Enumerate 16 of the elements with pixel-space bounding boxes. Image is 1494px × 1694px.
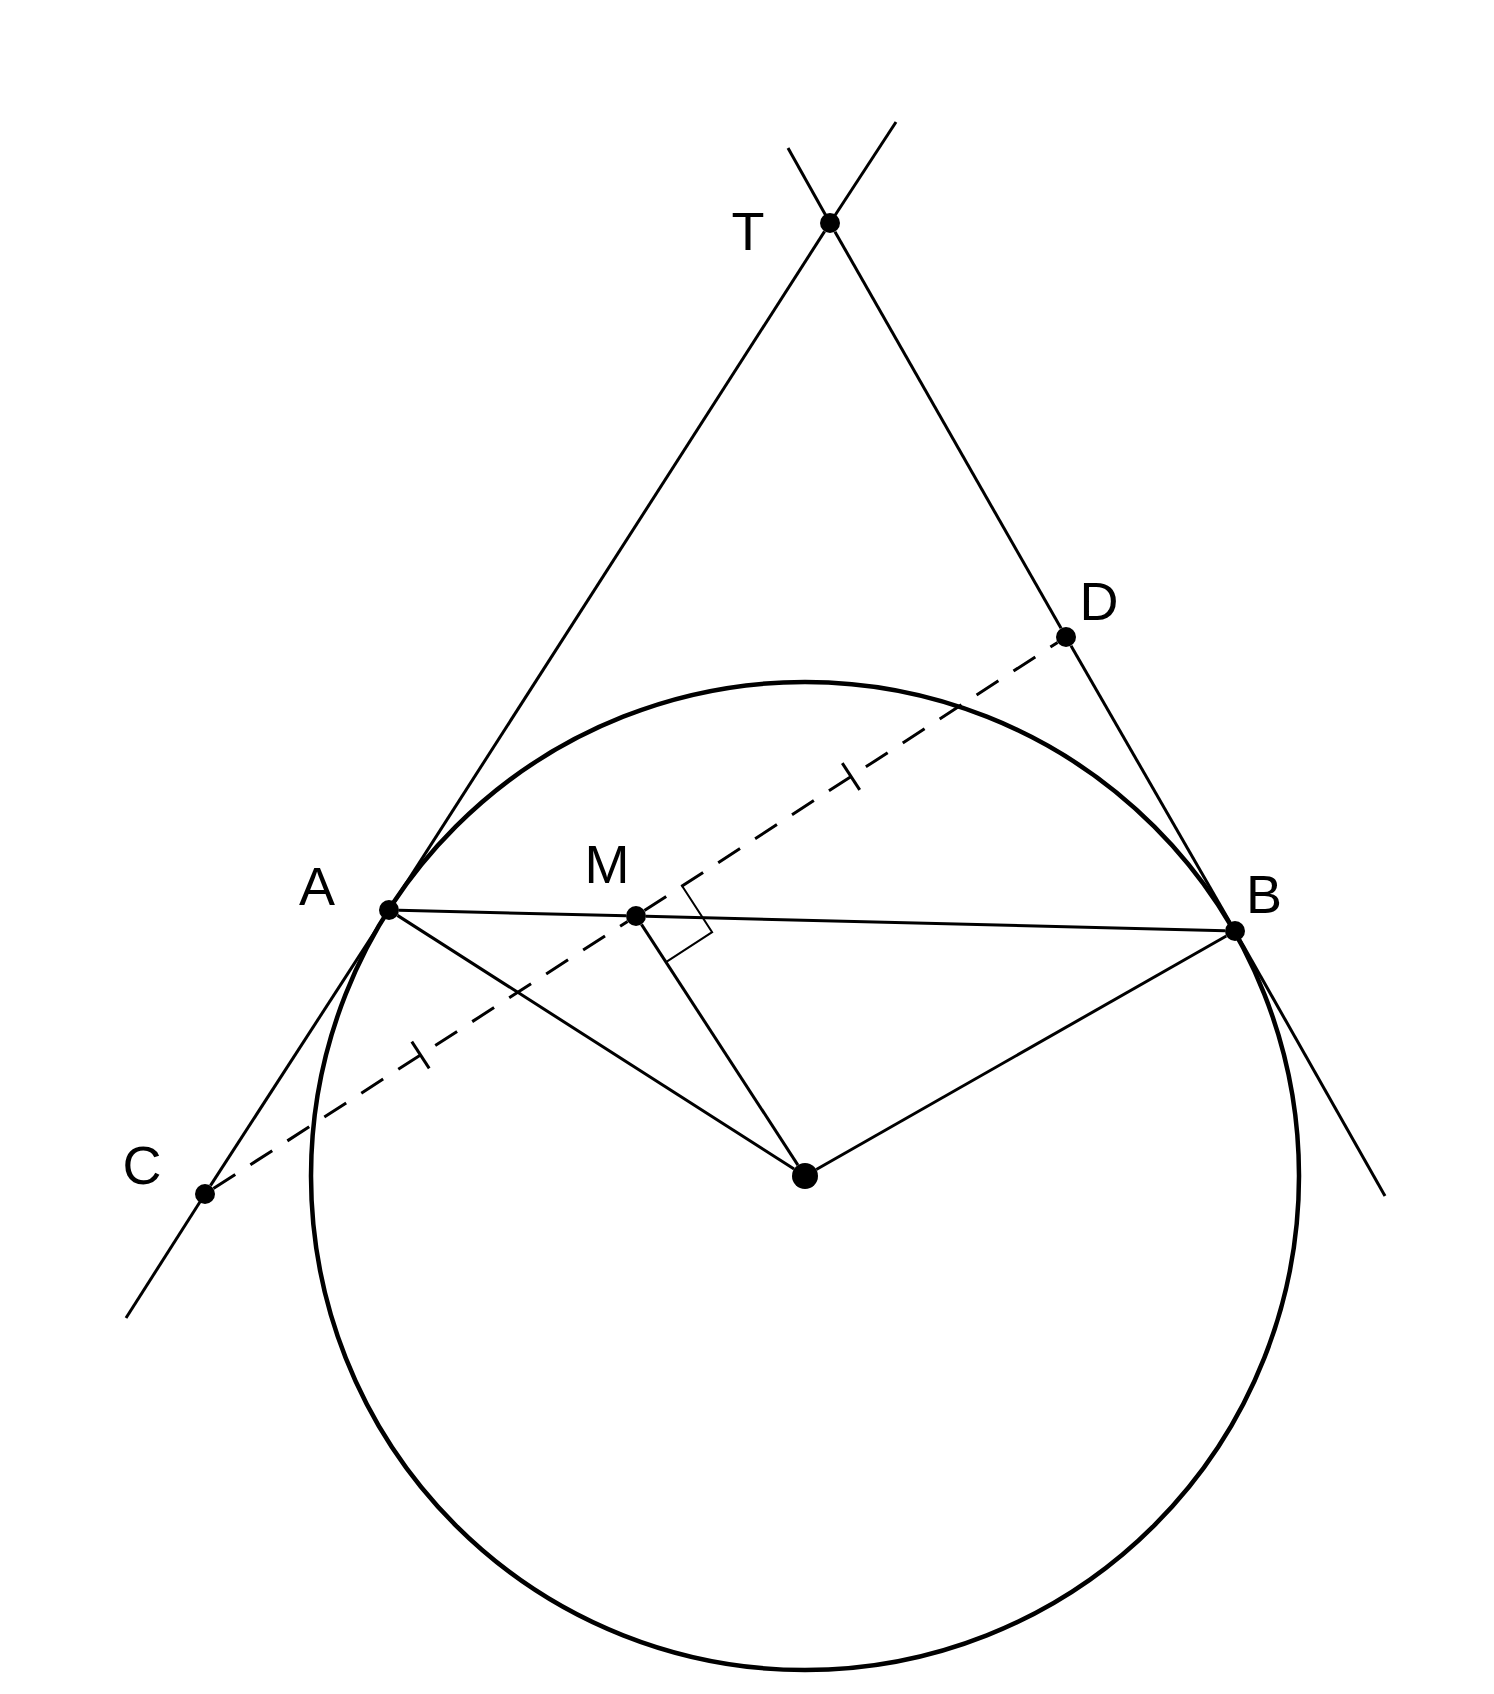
line-segment — [398, 908, 627, 918]
point-label: M — [584, 834, 630, 894]
dashed-line — [643, 641, 1059, 912]
point-label: D — [1079, 571, 1119, 631]
dashed-line — [212, 920, 629, 1190]
line-segment — [645, 914, 1226, 933]
line-segment — [393, 230, 826, 903]
line-segment — [1069, 644, 1232, 924]
line-segment — [833, 230, 1063, 630]
line-segment — [815, 934, 1228, 1171]
point-label: A — [299, 856, 336, 916]
line-segment — [396, 914, 795, 1171]
point-label: C — [122, 1135, 162, 1195]
line-segment — [640, 923, 800, 1166]
point-label: B — [1246, 864, 1283, 924]
point-label: T — [731, 201, 765, 261]
